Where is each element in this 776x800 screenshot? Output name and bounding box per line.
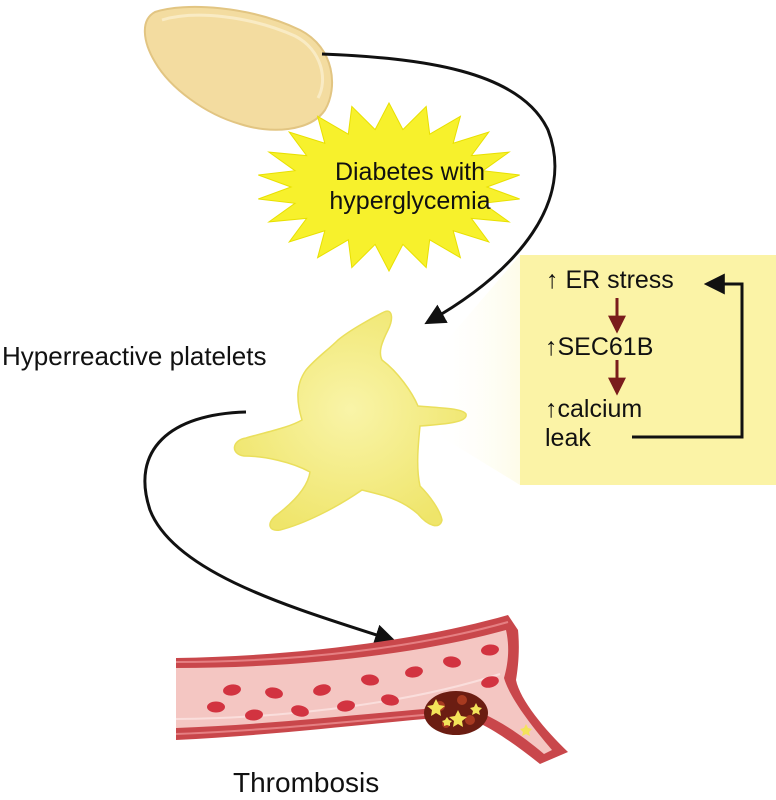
red-blood-cell <box>381 694 399 706</box>
red-blood-cell <box>361 674 379 686</box>
red-blood-cell <box>443 656 461 668</box>
red-blood-cell <box>337 700 355 712</box>
red-blood-cell <box>207 701 225 713</box>
thrombosis-label: Thrombosis <box>233 767 380 798</box>
er-stress-label: ↑ ER stress <box>546 266 674 294</box>
sec61b-label: ↑SEC61B <box>545 333 654 361</box>
red-blood-cell <box>223 684 241 696</box>
red-blood-cell <box>481 644 499 656</box>
calcium-label: ↑calcium <box>545 395 643 423</box>
blood-vessel-icon <box>175 615 568 764</box>
hyperreactive-platelets-label: Hyperreactive platelets <box>2 341 267 371</box>
diabetes-hyperglycemia-label: Diabetes with hyperglycemia <box>329 158 491 215</box>
pancreas-icon <box>143 5 334 131</box>
red-blood-cell <box>291 705 309 717</box>
leak-label: leak <box>545 424 591 452</box>
activated-platelet-icon <box>233 310 467 531</box>
red-blood-cell <box>245 709 263 721</box>
hyperglycemia-starburst <box>258 101 520 273</box>
arrow-platelet-to-vessel <box>143 410 396 645</box>
red-blood-cell <box>481 676 499 688</box>
arrow-pancreas-to-platelet <box>321 52 557 325</box>
mechanism-panel <box>430 255 776 485</box>
red-blood-cell <box>405 666 423 678</box>
feedback-arrow <box>632 273 744 439</box>
blood-clot-icon <box>424 691 532 736</box>
red-blood-cell <box>313 684 331 696</box>
red-blood-cell <box>265 687 283 699</box>
